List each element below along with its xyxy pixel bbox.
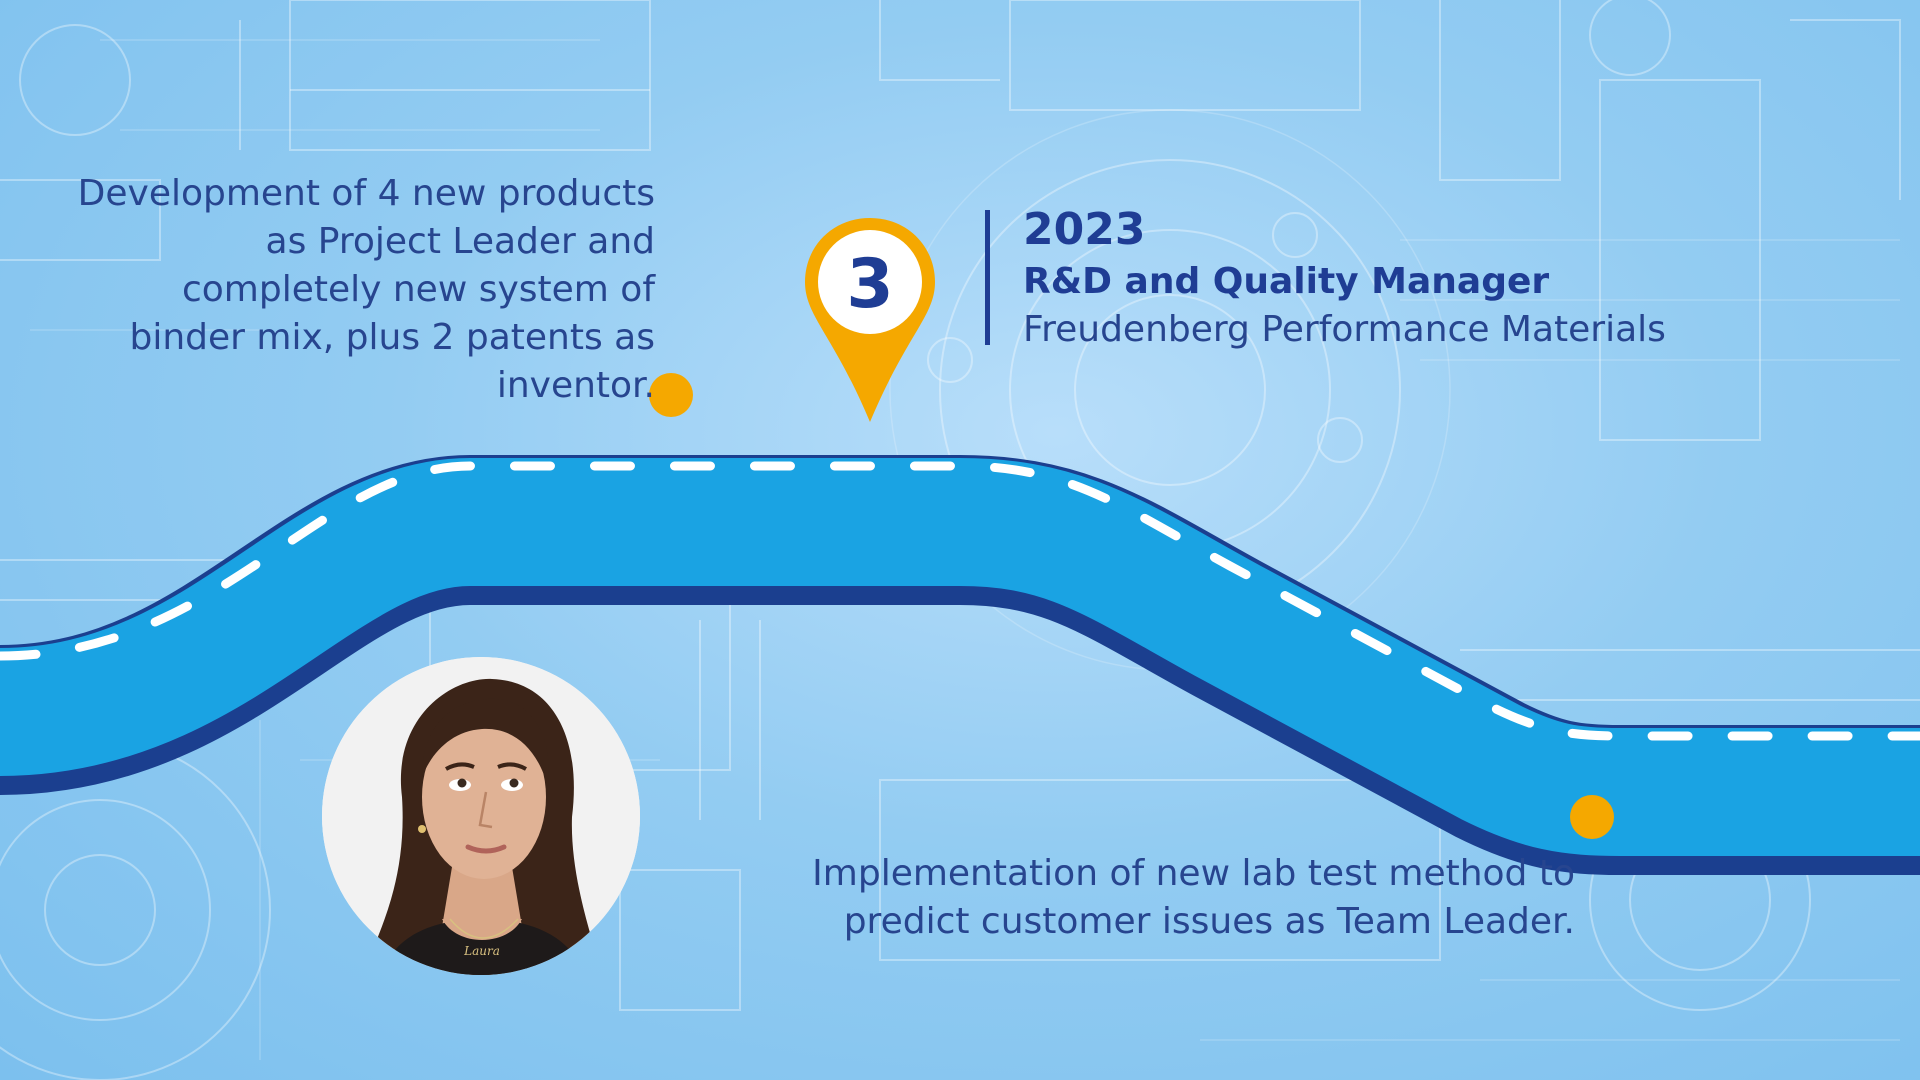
map-pin-icon (805, 218, 935, 422)
milestone-info: 2023 R&D and Quality Manager Freudenberg… (985, 204, 1865, 350)
road-surface (0, 458, 1920, 856)
milestone-company: Freudenberg Performance Materials (1023, 309, 1666, 350)
milestone-role: R&D and Quality Manager (1023, 261, 1550, 302)
milestone-number: 3 (846, 245, 894, 324)
achievement-text-left: Development of 4 new products as Project… (77, 173, 655, 406)
achievement-text-bottom: Implementation of new lab test method to… (812, 853, 1575, 942)
portrait-photo: Laura (322, 657, 640, 975)
portrait-icon: Laura (322, 657, 640, 975)
road-center-line (0, 461, 1920, 741)
milestone-dot-bottom (1570, 795, 1614, 839)
milestone-year: 2023 (1023, 204, 1146, 255)
necklace-text: Laura (463, 944, 500, 958)
milestone-dot-left (649, 373, 693, 417)
info-divider (985, 210, 990, 345)
